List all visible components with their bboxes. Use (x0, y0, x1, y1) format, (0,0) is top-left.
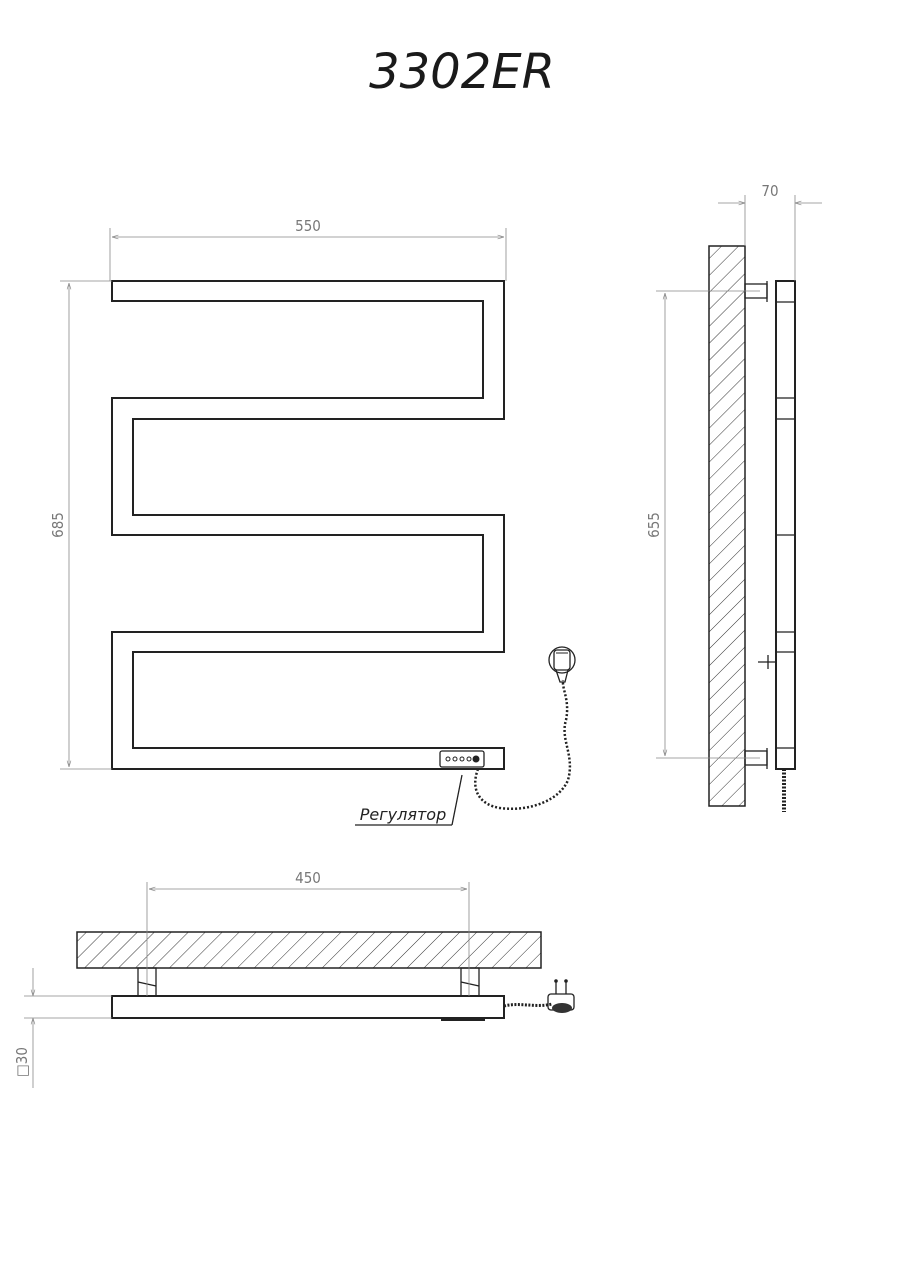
dimension-depth-label: 70 (761, 182, 778, 200)
coiled-power-cord (474, 679, 572, 810)
top-cord (503, 1002, 553, 1008)
dimension-mount-height-label: 655 (645, 512, 663, 538)
wall-section-top (76, 931, 542, 969)
rail-top-profile (111, 995, 505, 1019)
towel-rail-outer-outline (111, 280, 505, 770)
controller-top (441, 1018, 485, 1021)
dimension-depth (718, 195, 822, 281)
rail-side-profile (775, 280, 796, 770)
dimension-width (109, 228, 507, 281)
controller-label: Регулятор (360, 805, 446, 824)
dimension-tube-section (24, 968, 112, 1088)
front-view: Регулятор 550 685 (49, 217, 576, 826)
dimension-mount-spacing-label: 450 (295, 869, 321, 887)
dimension-width-label: 550 (295, 217, 321, 235)
power-plug (548, 646, 576, 683)
controller-leader-line (451, 774, 463, 826)
side-view: 70 655 (645, 182, 822, 812)
top-view: 450 □30 (13, 869, 575, 1088)
controller-unit (439, 750, 485, 768)
dimension-mount-spacing (146, 882, 470, 996)
top-plug (547, 979, 575, 1013)
drawing-title: 3302ER (369, 44, 555, 100)
dimension-height-label: 685 (49, 512, 67, 538)
dimension-mount-height (656, 290, 760, 759)
dimension-height (60, 280, 112, 770)
wall-section (708, 245, 746, 807)
dimension-tube-section-label: □30 (13, 1047, 31, 1077)
